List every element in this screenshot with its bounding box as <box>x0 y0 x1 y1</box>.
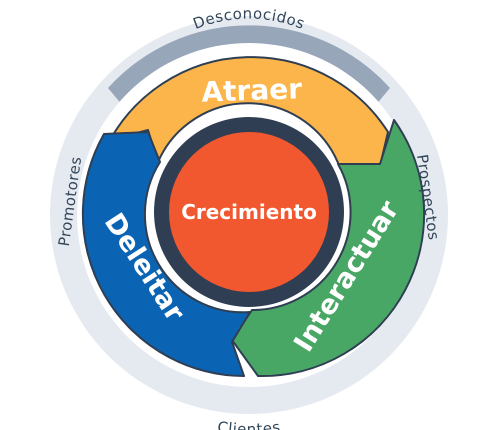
outer-ring-top-band <box>108 25 390 113</box>
outer-label-bottom: Clientes <box>216 418 281 430</box>
delight-segment <box>81 131 251 377</box>
center-circle <box>169 132 329 292</box>
attract-label: Atraer <box>201 72 303 108</box>
center-label: Crecimiento <box>181 200 317 224</box>
engage-segment <box>231 119 426 378</box>
